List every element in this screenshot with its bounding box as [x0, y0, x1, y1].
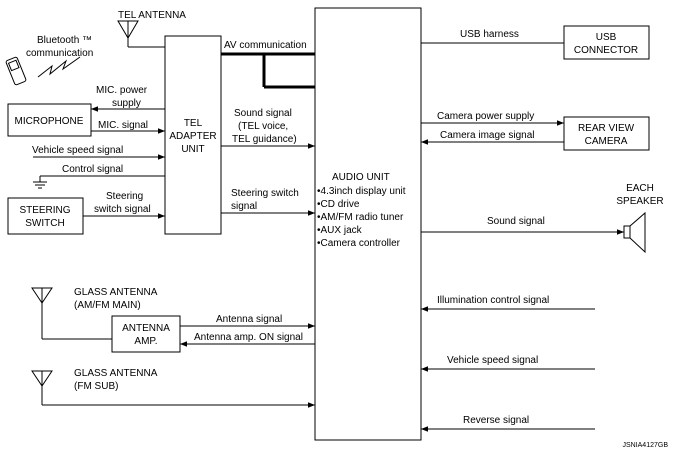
tel-antenna-icon — [117, 20, 165, 48]
usb-harness-label: USB harness — [460, 29, 519, 40]
steering-audio-label-2: signal — [231, 201, 257, 212]
tel-adapter-unit-box — [164, 35, 222, 235]
vehicle-speed-right-label: Vehicle speed signal — [447, 355, 538, 366]
bluetooth-label-2: communication — [26, 48, 93, 59]
steering-signal-label-2: switch signal — [94, 204, 151, 215]
rear-camera-box — [563, 116, 650, 151]
mobile-phone-icon — [5, 56, 27, 86]
audio-unit-item: •CD drive — [317, 199, 360, 210]
speaker-icon — [623, 211, 646, 254]
each-speaker-label-1: EACH — [626, 183, 654, 194]
glass-antenna-sub-label-1: GLASS ANTENNA — [74, 368, 158, 379]
av-communication-label: AV communication — [224, 40, 307, 51]
each-speaker-label-2: SPEAKER — [616, 196, 663, 207]
sound-signal-tel-label-3: TEL guidance) — [232, 134, 297, 145]
antenna-signal-label: Antenna signal — [216, 314, 282, 325]
audio-unit-item: •AM/FM radio tuner — [317, 212, 404, 223]
audio-unit-item: •4.3inch display unit — [317, 186, 406, 197]
audio-unit-item: •Camera controller — [317, 238, 401, 249]
steering-switch-box — [7, 197, 84, 235]
mic-power-label-1: MIC. power — [96, 85, 148, 96]
tel-antenna-label: TEL ANTENNA — [118, 10, 186, 21]
steering-switch-label-2: SWITCH — [25, 218, 64, 229]
steering-audio-label-1: Steering switch — [231, 188, 299, 199]
tel-adapter-label-2: ADAPTER — [169, 131, 216, 142]
microphone-label: MICROPHONE — [15, 116, 84, 127]
control-signal-label: Control signal — [62, 164, 123, 175]
vehicle-speed-left-label: Vehicle speed signal — [32, 145, 123, 156]
camera-power-label: Camera power supply — [437, 111, 534, 122]
steering-signal-label-1: Steering — [106, 191, 143, 202]
glass-antenna-main-label-1: GLASS ANTENNA — [74, 287, 158, 298]
bluetooth-wave-icon — [37, 56, 81, 78]
microphone-box — [7, 103, 92, 137]
av-communication-bus — [221, 52, 315, 89]
usb-connector-label-2: CONNECTOR — [574, 45, 638, 56]
glass-antenna-sub-label-2: (FM SUB) — [74, 381, 118, 392]
audio-unit-item: •AUX jack — [317, 225, 363, 236]
antenna-amp-label-2: AMP. — [134, 336, 157, 347]
glass-antenna-main-icon — [31, 287, 112, 340]
ground-icon — [33, 175, 165, 189]
rear-camera-label-1: REAR VIEW — [578, 123, 635, 134]
reverse-label: Reverse signal — [463, 415, 529, 426]
antenna-amp-box — [111, 315, 181, 353]
glass-antenna-main-label-2: (AM/FM MAIN) — [74, 300, 141, 311]
illumination-label: Illumination control signal — [437, 295, 549, 306]
glass-antenna-sub-icon — [31, 370, 53, 405]
usb-connector-label-1: USB — [596, 32, 617, 43]
antenna-amp-on-label: Antenna amp. ON signal — [194, 332, 303, 343]
usb-connector-box — [563, 25, 650, 60]
bluetooth-label: Bluetooth ™ — [37, 35, 92, 46]
figure-code: JSNIA4127GB — [622, 442, 668, 449]
sound-signal-tel-label-1: Sound signal — [234, 108, 292, 119]
audio-unit-box — [314, 7, 422, 441]
rear-camera-label-2: CAMERA — [585, 136, 628, 147]
antenna-amp-label-1: ANTENNA — [122, 323, 170, 334]
tel-adapter-label-3: UNIT — [181, 144, 204, 155]
sound-signal-out-label: Sound signal — [487, 216, 545, 227]
tel-adapter-label-1: TEL — [184, 118, 203, 129]
camera-image-label: Camera image signal — [440, 130, 535, 141]
sound-signal-tel-label-2: (TEL voice, — [238, 121, 288, 132]
mic-signal-label: MIC. signal — [98, 120, 148, 131]
steering-switch-label-1: STEERING — [19, 205, 70, 216]
audio-unit-title: AUDIO UNIT — [332, 172, 390, 183]
mic-power-label-2: supply — [112, 98, 141, 109]
